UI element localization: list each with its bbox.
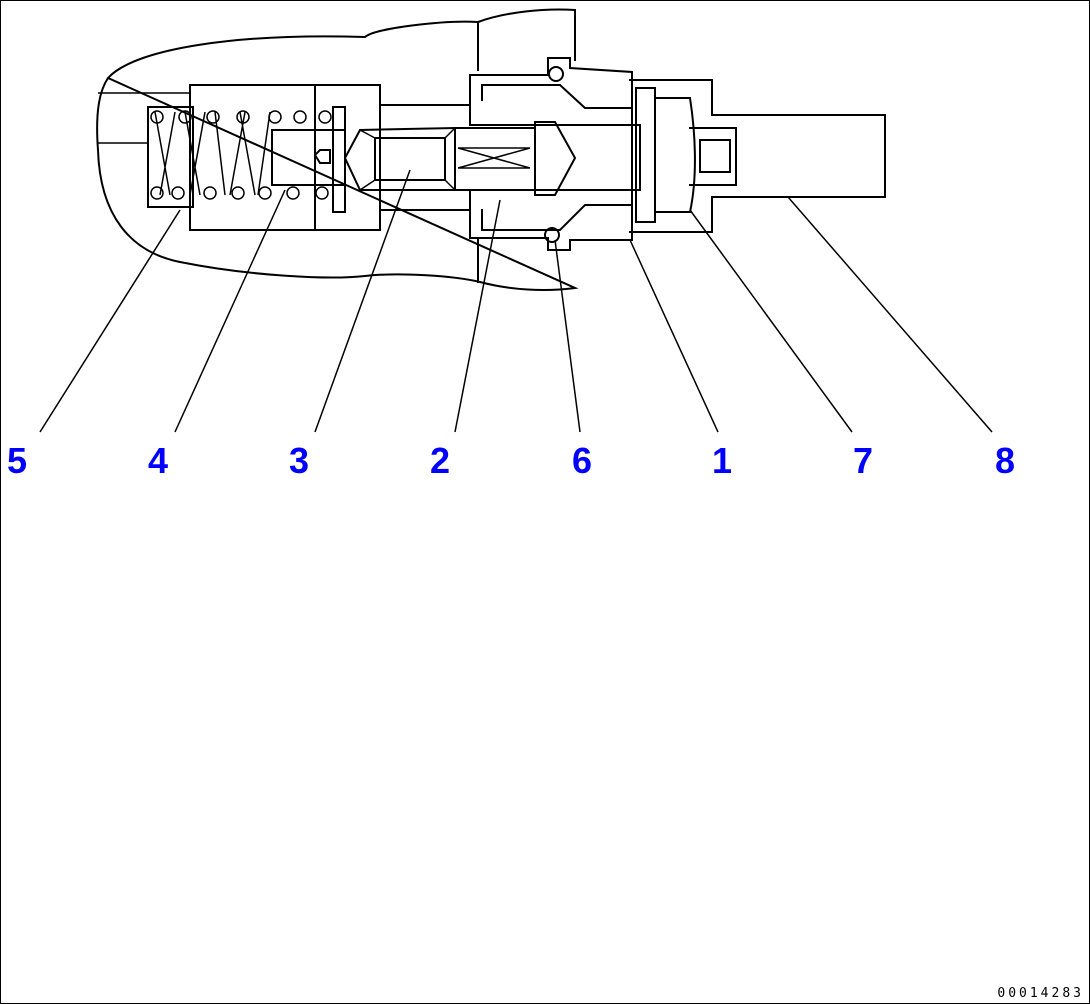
housing-section-lines bbox=[477, 9, 576, 283]
housing-break-outline bbox=[96, 8, 579, 291]
o-ring-bottom bbox=[544, 227, 560, 243]
lock-ring bbox=[635, 87, 656, 223]
sleeve-taper bbox=[534, 121, 577, 196]
leader-lines bbox=[39, 169, 993, 433]
callout-5: 5 bbox=[7, 440, 27, 481]
callout-7: 7 bbox=[853, 440, 873, 481]
cap bbox=[629, 79, 886, 233]
outer-housing bbox=[469, 57, 633, 251]
sleeve-cross-mark bbox=[457, 147, 531, 169]
poppet bbox=[343, 126, 456, 191]
callout-6: 6 bbox=[572, 440, 592, 481]
poppet-chamfer bbox=[359, 127, 456, 191]
valve-sleeve bbox=[379, 104, 641, 211]
callout-2: 2 bbox=[430, 440, 450, 481]
adjust-body bbox=[654, 97, 696, 213]
drawing-code: 00014283 bbox=[997, 986, 1084, 1001]
spring-cavity bbox=[189, 84, 381, 231]
callout-4: 4 bbox=[148, 440, 168, 481]
callout-1: 1 bbox=[712, 440, 732, 481]
callout-8: 8 bbox=[995, 440, 1015, 481]
adjust-screw bbox=[689, 127, 737, 186]
housing-shoulder bbox=[481, 84, 633, 231]
guide-flange bbox=[314, 84, 346, 231]
o-ring-top bbox=[548, 66, 564, 82]
housing-rib-lines bbox=[98, 92, 190, 144]
callout-numbers: 5 4 3 2 6 1 7 8 bbox=[7, 440, 1015, 481]
callout-3: 3 bbox=[289, 440, 309, 481]
